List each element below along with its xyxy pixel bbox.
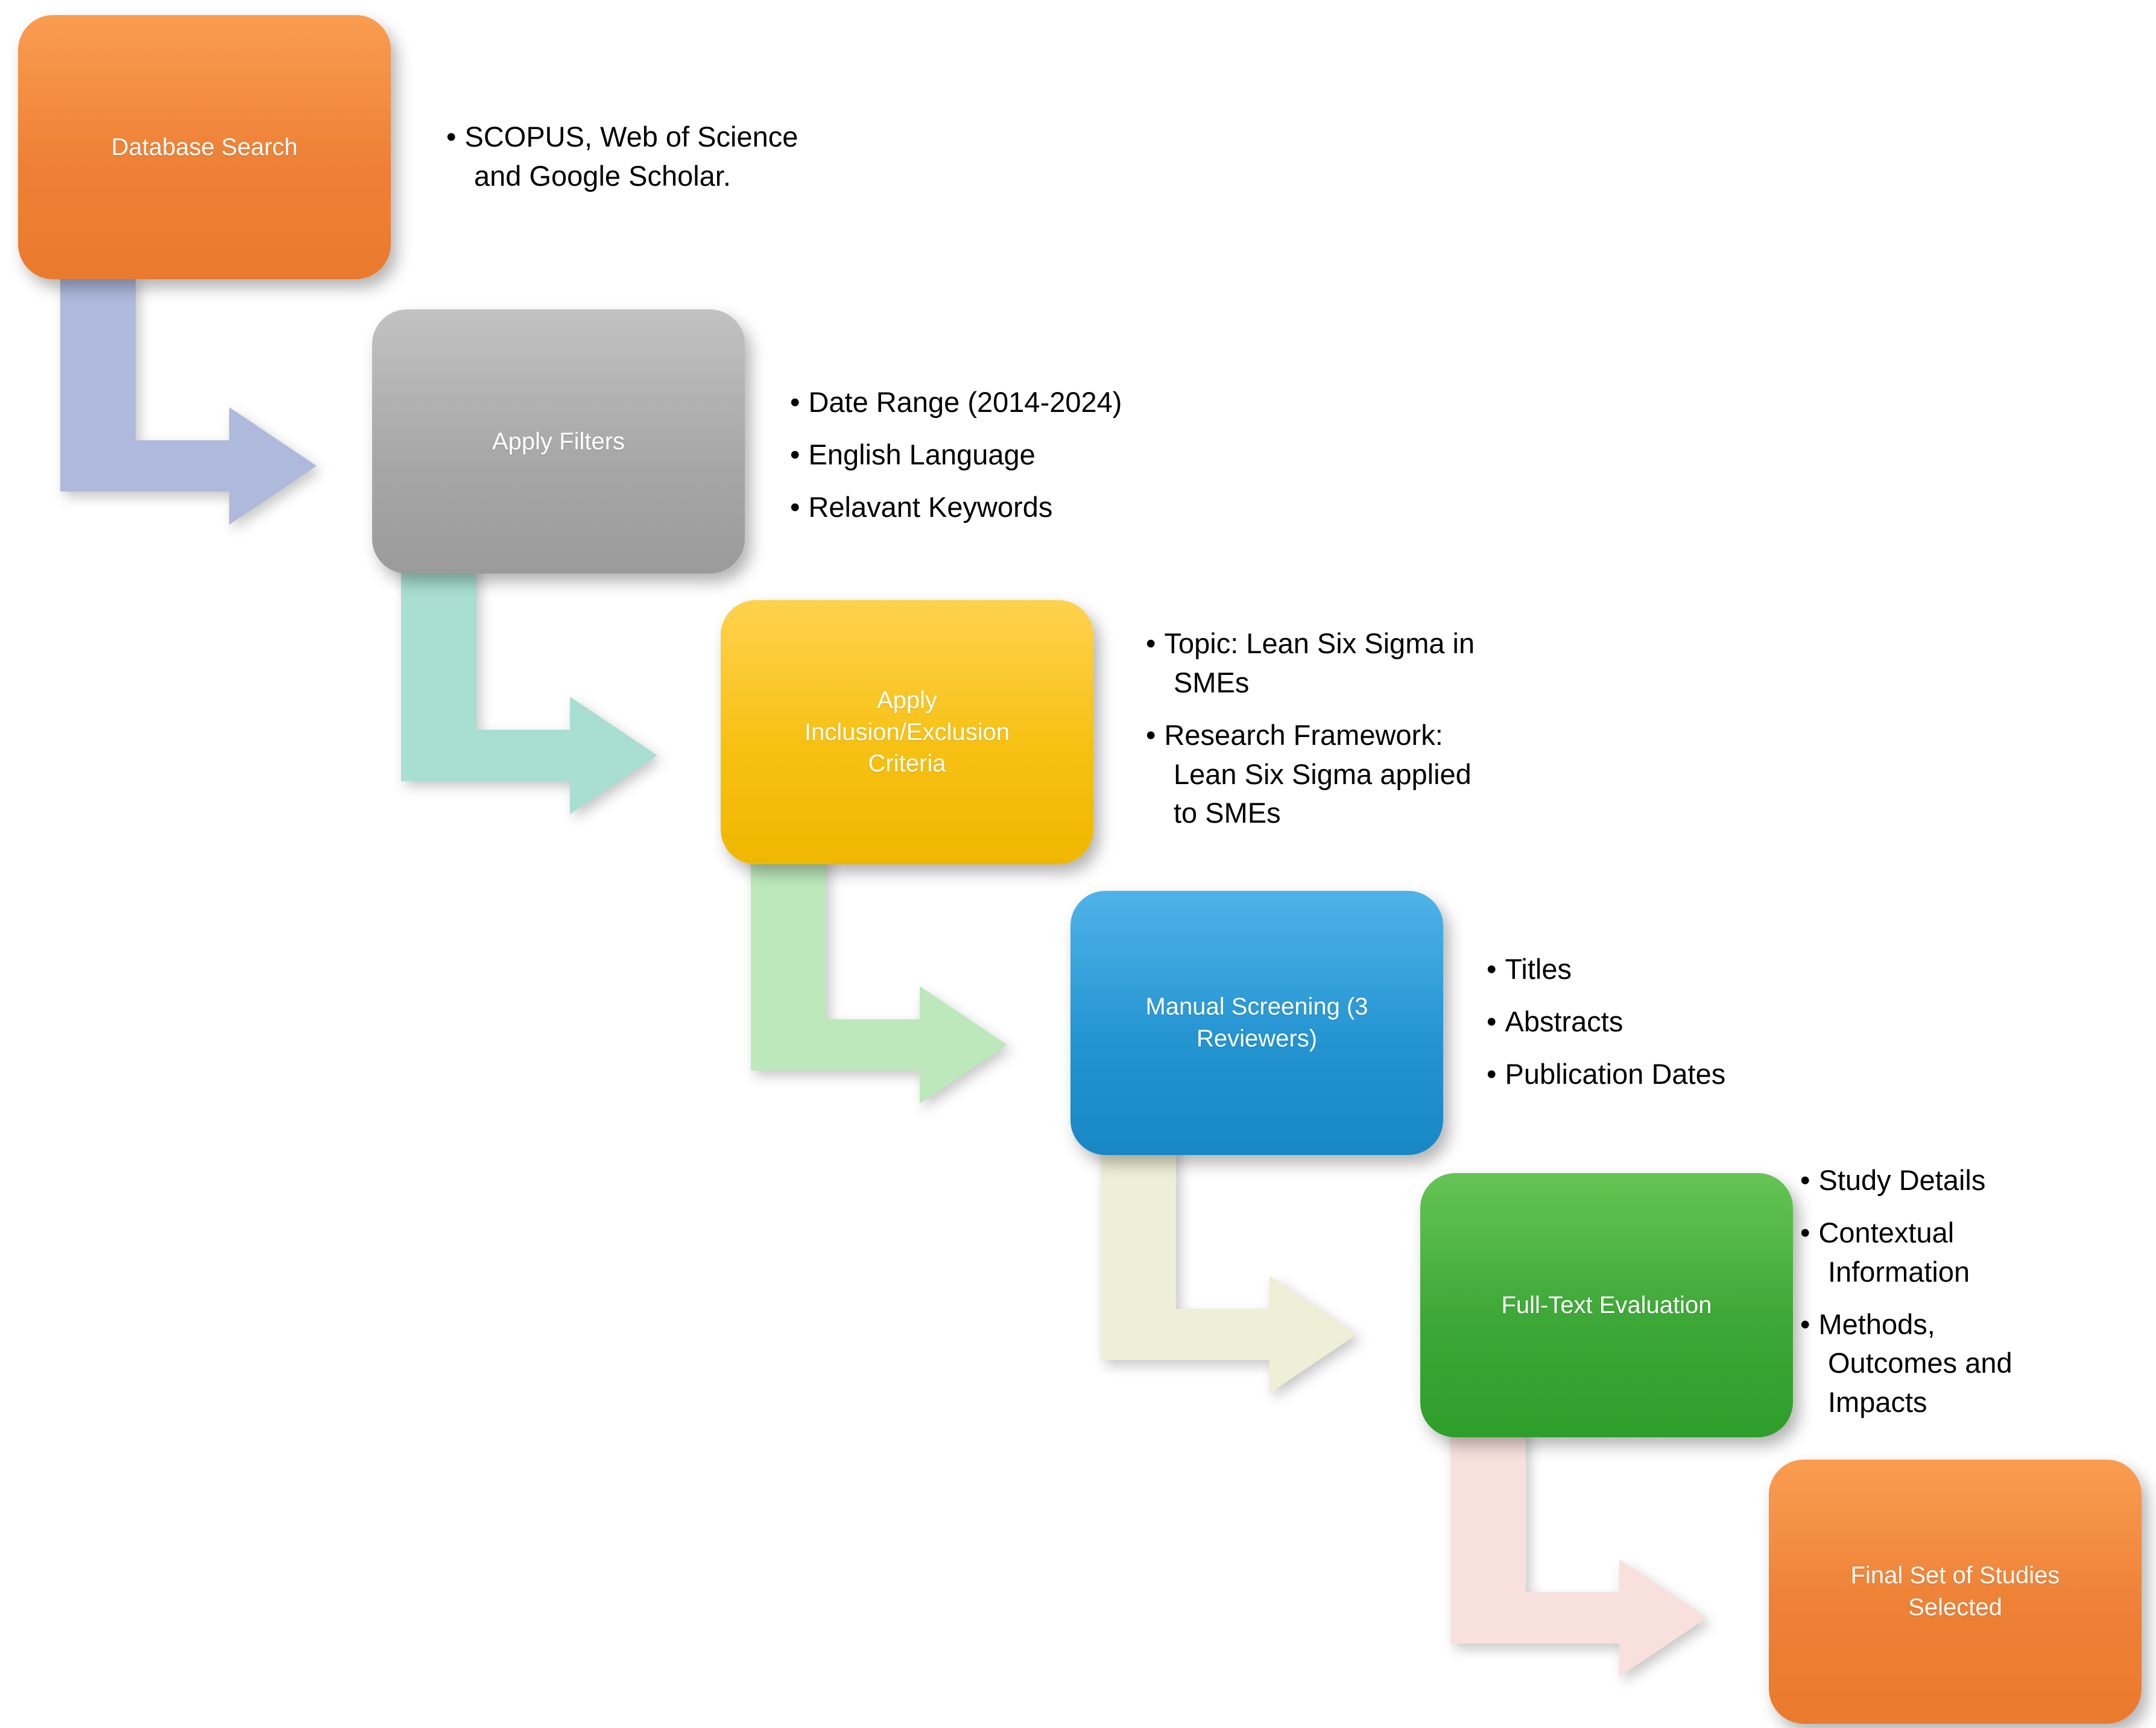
bullet-item: Research Framework: Lean Six Sigma appli… xyxy=(1146,716,1493,834)
bullet-item: Topic: Lean Six Sigma in SMEs xyxy=(1146,624,1493,703)
elbow-arrow-apply-filters-to-criteria xyxy=(401,564,657,814)
arrow-shape xyxy=(751,853,1007,1104)
bullet-list-inclusion-exclusion-criteria: Topic: Lean Six Sigma in SMEs Research F… xyxy=(1146,624,1493,846)
elbow-arrow-full-text-to-final-set xyxy=(1450,1426,1707,1677)
step-box-inclusion-exclusion-criteria: Apply Inclusion/Exclusion Criteria xyxy=(721,600,1093,864)
elbow-arrow-database-search-to-apply-filters xyxy=(60,274,317,525)
step-label-final-set-of-studies: Final Set of Studies Selected xyxy=(1850,1562,2060,1621)
bullet-item: Relavant Keywords xyxy=(790,488,1254,527)
step-box-full-text-evaluation: Full-Text Evaluation xyxy=(1420,1173,1793,1437)
bullet-list-database-search: SCOPUS, Web of Science and Google Schola… xyxy=(446,118,808,209)
arrow-shape xyxy=(401,564,657,814)
bullet-item: Date Range (2014-2024) xyxy=(790,383,1254,422)
bullet-item: Titles xyxy=(1487,950,1800,989)
step-box-apply-filters: Apply Filters xyxy=(372,309,745,574)
bullet-item: Contextual Information xyxy=(1800,1214,2038,1292)
elbow-arrow-criteria-to-manual-screening xyxy=(751,853,1007,1104)
bullet-item: Publication Dates xyxy=(1487,1055,1800,1094)
step-box-manual-screening: Manual Screening (3 Reviewers) xyxy=(1070,891,1443,1155)
elbow-arrow-manual-screening-to-full-text xyxy=(1101,1143,1357,1393)
step-box-database-search: Database Search xyxy=(18,15,391,279)
bullet-item: Study Details xyxy=(1800,1161,2038,1200)
bullet-list-full-text-evaluation: Study Details Contextual Information Met… xyxy=(1800,1161,2038,1435)
step-label-inclusion-exclusion-criteria: Apply Inclusion/Exclusion Criteria xyxy=(804,686,1010,777)
arrow-shape xyxy=(1101,1143,1357,1393)
step-box-final-set-of-studies: Final Set of Studies Selected xyxy=(1769,1460,2142,1724)
bullet-item: Abstracts xyxy=(1487,1002,1800,1042)
step-label-database-search: Database Search xyxy=(111,133,298,160)
bullet-item: Methods, Outcomes and Impacts xyxy=(1800,1305,2038,1423)
arrow-shape xyxy=(60,274,317,525)
arrow-shape xyxy=(1450,1426,1707,1677)
step-label-full-text-evaluation: Full-Text Evaluation xyxy=(1501,1291,1712,1318)
bullet-list-manual-screening: Titles Abstracts Publication Dates xyxy=(1487,950,1800,1107)
step-label-apply-filters: Apply Filters xyxy=(492,428,625,455)
bullet-item: English Language xyxy=(790,435,1254,475)
bullet-list-apply-filters: Date Range (2014-2024) English Language … xyxy=(790,383,1254,540)
bullet-item: SCOPUS, Web of Science and Google Schola… xyxy=(446,118,808,196)
step-label-manual-screening: Manual Screening (3 Reviewers) xyxy=(1145,993,1368,1052)
